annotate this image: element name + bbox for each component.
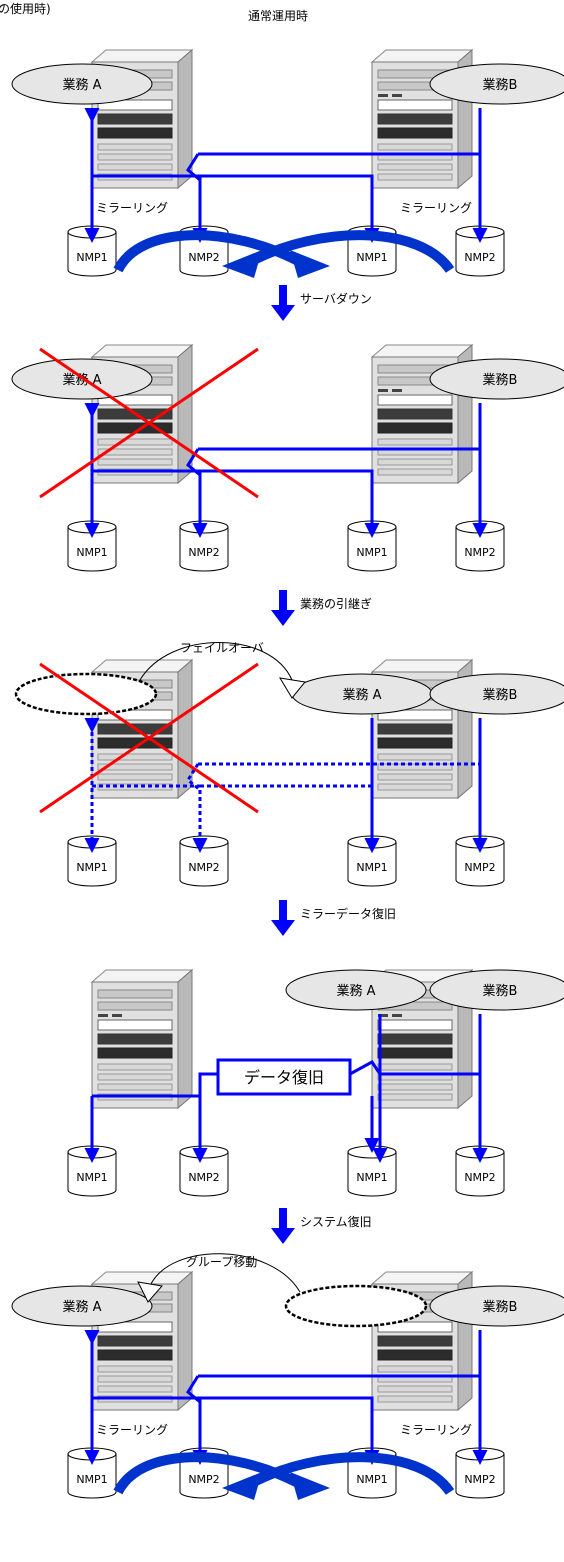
failure-cross [39,662,259,814]
disk-label: NMP2 [464,546,495,559]
diagram-stage: 業務 A 業務B NMP1 NMP2 NMP1 NMP2 ミラーリング ミラーリング [11,48,564,278]
disk-icon: NMP2 [455,1145,505,1197]
business-group-ellipse [429,673,564,715]
disk-label: NMP2 [464,1171,495,1184]
down-arrow [271,1228,295,1244]
connection-line [200,1396,380,1465]
business-group-ellipse [285,969,427,1011]
failover-arrow [139,642,293,681]
disk-label: NMP1 [356,861,387,874]
disk-icon: NMP1 [347,835,397,887]
disk-icon: NMP1 [347,225,397,277]
disk-icon: NMP1 [67,835,117,887]
disk-label: NMP2 [188,1171,219,1184]
disk-icon: NMP1 [67,225,117,277]
transition-step: サーバダウン [271,285,372,321]
disk-label: NMP1 [356,251,387,264]
diagram-stage: NMP1 NMP2 NMP1 NMP2 業務 A 業務B フェイルオーバ [14,641,564,887]
empty-group-ellipse [284,1284,428,1328]
disk-label: NMP1 [76,546,107,559]
disk-label: NMP1 [76,251,107,264]
disk-label: NMP2 [464,251,495,264]
server-tower [370,343,474,485]
disk-label: NMP2 [188,1473,219,1486]
connection-line [186,153,201,182]
business-group-label: 業務 A [62,77,101,93]
disk-label: NMP1 [356,1473,387,1486]
disk-icon: NMP2 [179,835,229,887]
transition-label: ミラーデータ復旧 [300,906,396,921]
server-tower [90,968,194,1110]
disk-label: NMP1 [76,861,107,874]
disk-label: NMP1 [356,546,387,559]
business-group-ellipse [429,1285,564,1327]
mirroring-label: ミラーリング [400,1423,472,1437]
mirror-arrowhead [290,1472,330,1500]
transition-label: 業務の引継ぎ [300,596,372,611]
corner-caption: の使用時) [0,1,51,16]
disk-icon: NMP2 [179,1145,229,1197]
transition-step: システム復旧 [271,1208,372,1244]
business-group-ellipse [429,969,564,1011]
disk-label: NMP2 [188,861,219,874]
disk-label: NMP1 [76,1171,107,1184]
disk-icon: NMP1 [347,1145,397,1197]
diagram-stage: NMP1 NMP2 NMP1 NMP2 業務 A 業務B データ復旧 [67,968,564,1197]
business-group-ellipse [429,358,564,400]
disk-label: NMP2 [464,1473,495,1486]
data-recovery-label: データ復旧 [244,1068,324,1087]
failure-cross [39,347,259,499]
disk-label: NMP2 [188,546,219,559]
mirroring-label: ミラーリング [96,1423,168,1437]
business-group-label: 業務B [483,77,518,93]
business-group-label: 業務 A [62,1299,101,1315]
transition-label: サーバダウン [300,291,372,306]
failover-arrowhead [279,677,306,699]
connection-line [198,1072,218,1096]
mirror-arrow [247,230,455,274]
failover-label: フェイルオーバ [180,641,264,655]
transition-step: ミラーデータ復旧 [271,900,396,936]
business-group-ellipse [11,1285,153,1327]
disk-label: NMP2 [188,251,219,264]
disk-label: NMP2 [464,861,495,874]
business-group-ellipse [429,63,564,105]
connection-line [200,469,380,538]
disk-icon: NMP1 [67,1145,117,1197]
down-arrow [271,305,295,321]
business-group-label: 業務 A [336,983,375,999]
connection-line [186,763,201,792]
business-group-label: 業務B [483,983,518,999]
business-group-label: 業務B [483,1299,518,1315]
business-group-label: 業務 A [342,687,381,703]
disk-icon: NMP2 [179,520,229,572]
mirror-arrowhead [222,1472,262,1500]
disk-label: NMP1 [356,1171,387,1184]
mirror-arrowhead [222,250,262,278]
mirror-arrowhead [290,250,330,278]
mirroring-label: ミラーリング [400,201,472,215]
disk-label: NMP1 [76,1473,107,1486]
mirror-arrow [247,1452,455,1496]
transition-label: システム復旧 [300,1214,372,1229]
stage-title: 通常運用時 [248,9,308,23]
group-move-arrow [149,1253,301,1293]
connection-line [200,174,380,243]
connection-line [349,1060,480,1076]
disk-icon: NMP2 [455,520,505,572]
business-group-label: 業務B [483,372,518,388]
group-move-label: グループ移動 [186,1255,257,1269]
mirroring-label: ミラーリング [96,201,168,215]
down-arrow [271,920,295,936]
group-move-arrowhead [137,1281,163,1303]
down-arrow [271,610,295,626]
data-recovery-box [216,1058,352,1096]
business-group-ellipse [11,63,153,105]
connection-line [186,1375,201,1404]
business-group-label: 業務B [483,687,518,703]
transition-step: 業務の引継ぎ [271,590,372,626]
